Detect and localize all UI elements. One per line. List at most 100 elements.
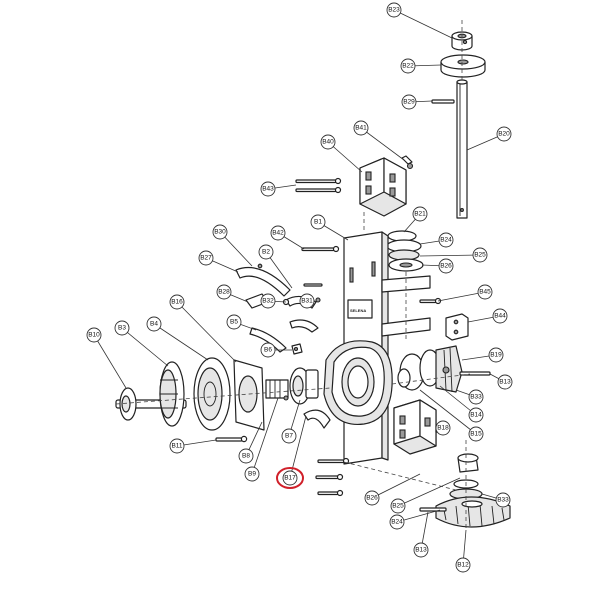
callout-circle [390, 498, 406, 514]
callout-circle [320, 134, 336, 150]
callout-label: B8 [242, 453, 250, 460]
callout-leader-line [176, 301, 237, 363]
callout-circle [468, 389, 484, 405]
callout-b40: B40 [320, 134, 363, 173]
callout-label: B3 [118, 325, 126, 332]
callout-circle [438, 232, 454, 248]
callout-b11: B11 [169, 438, 217, 454]
callout-circle [472, 247, 488, 263]
callout-circle [86, 327, 102, 343]
callout-circle [455, 557, 471, 573]
callout-leader-line [121, 327, 169, 367]
callout-b13: B13 [413, 511, 429, 558]
part-b42-screw [301, 245, 340, 253]
callout-circle [212, 224, 228, 240]
part-b22-disc [440, 54, 486, 78]
callout-circle [244, 466, 260, 482]
part-drive-left [115, 357, 265, 431]
callout-circle [238, 448, 254, 464]
callout-label: B30 [214, 229, 226, 236]
callout-circle [353, 120, 369, 136]
part-b11-screw [215, 435, 248, 443]
callout-circle [495, 492, 511, 508]
callout-b1: B1 [310, 214, 349, 241]
callout-label: B13 [499, 379, 511, 386]
callout-b5: B5 [226, 314, 257, 331]
callout-b10: B10 [86, 327, 127, 389]
callout-circle [169, 294, 185, 310]
callout-leader-line [397, 477, 461, 507]
part-b40-bracket [359, 155, 414, 217]
callout-label: B33 [497, 497, 509, 504]
callout-circle [389, 514, 405, 530]
callout-b24: B24 [389, 509, 441, 530]
callout-b25: B25 [419, 247, 488, 263]
callout-circle [438, 258, 454, 274]
callout-b33: B33 [481, 492, 511, 508]
callout-label: B29 [403, 99, 415, 106]
callout-circle [477, 284, 493, 300]
callout-circle [260, 342, 276, 358]
callout-b32: B32 [260, 293, 287, 309]
callout-b7: B7 [281, 399, 301, 444]
callout-circle [146, 316, 162, 332]
callout-leader-line [439, 385, 477, 416]
callout-b42: B42 [270, 225, 305, 250]
callout-b14: B14 [439, 385, 484, 423]
callout-b2: B2 [258, 244, 293, 289]
callout-b20: B20 [466, 126, 512, 151]
callout-leader-line [419, 389, 477, 435]
part-main-housing [323, 340, 393, 426]
callout-label: B31 [301, 298, 313, 305]
callout-circle [198, 250, 214, 266]
callout-b45: B45 [437, 284, 493, 302]
callout-label: B26 [440, 263, 452, 270]
callout-label: B17 [284, 475, 296, 482]
callout-label: B45 [479, 289, 491, 296]
callout-b23: B23 [386, 2, 453, 39]
callout-label: B22 [402, 63, 414, 70]
highlight-ring [276, 467, 304, 489]
callout-label: B23 [388, 7, 400, 14]
part-b44-block [419, 297, 469, 341]
callout-b29: B29 [401, 94, 433, 110]
callout-label: B40 [322, 139, 334, 146]
callout-labels: B23B22B29B20B41B40B43B21B24B25B26B1B42B3… [86, 2, 513, 573]
callout-label: B24 [391, 519, 403, 526]
callout-label: B4 [150, 321, 158, 328]
callout-circle [169, 438, 185, 454]
callout-label: B43 [262, 186, 274, 193]
callout-label: B25 [392, 503, 404, 510]
part-b20-rod [456, 79, 468, 219]
callout-label: B24 [440, 237, 452, 244]
assembly-axes [115, 20, 471, 530]
callout-circle [468, 407, 484, 423]
callout-leader-line [251, 397, 279, 475]
callout-b31: B31 [299, 293, 315, 309]
callout-b9: B9 [244, 397, 279, 482]
callout-circle [492, 308, 508, 324]
callout-label: B25 [474, 252, 486, 259]
callout-b21: B21 [403, 206, 428, 233]
callout-circle [400, 58, 416, 74]
callout-circle [435, 420, 451, 436]
parts-drawing: SELENA [115, 20, 511, 530]
callout-label: B11 [171, 443, 182, 450]
callout-b22: B22 [400, 58, 442, 74]
callout-label: B21 [414, 211, 426, 218]
callout-label: B9 [248, 471, 256, 478]
callout-leader-line [327, 141, 363, 173]
callout-label: B16 [171, 299, 183, 306]
callout-label: B27 [200, 255, 212, 262]
callout-circle [114, 320, 130, 336]
callout-label: B41 [355, 125, 367, 132]
part-shaft-splined [265, 367, 331, 429]
callout-leader-line [93, 334, 127, 389]
callout-circle [299, 293, 315, 309]
callout-label: B20 [498, 131, 510, 138]
callout-b18: B18 [435, 420, 451, 436]
callout-b13: B13 [489, 373, 513, 390]
callout-b8: B8 [238, 421, 263, 464]
callout-circle [281, 428, 297, 444]
